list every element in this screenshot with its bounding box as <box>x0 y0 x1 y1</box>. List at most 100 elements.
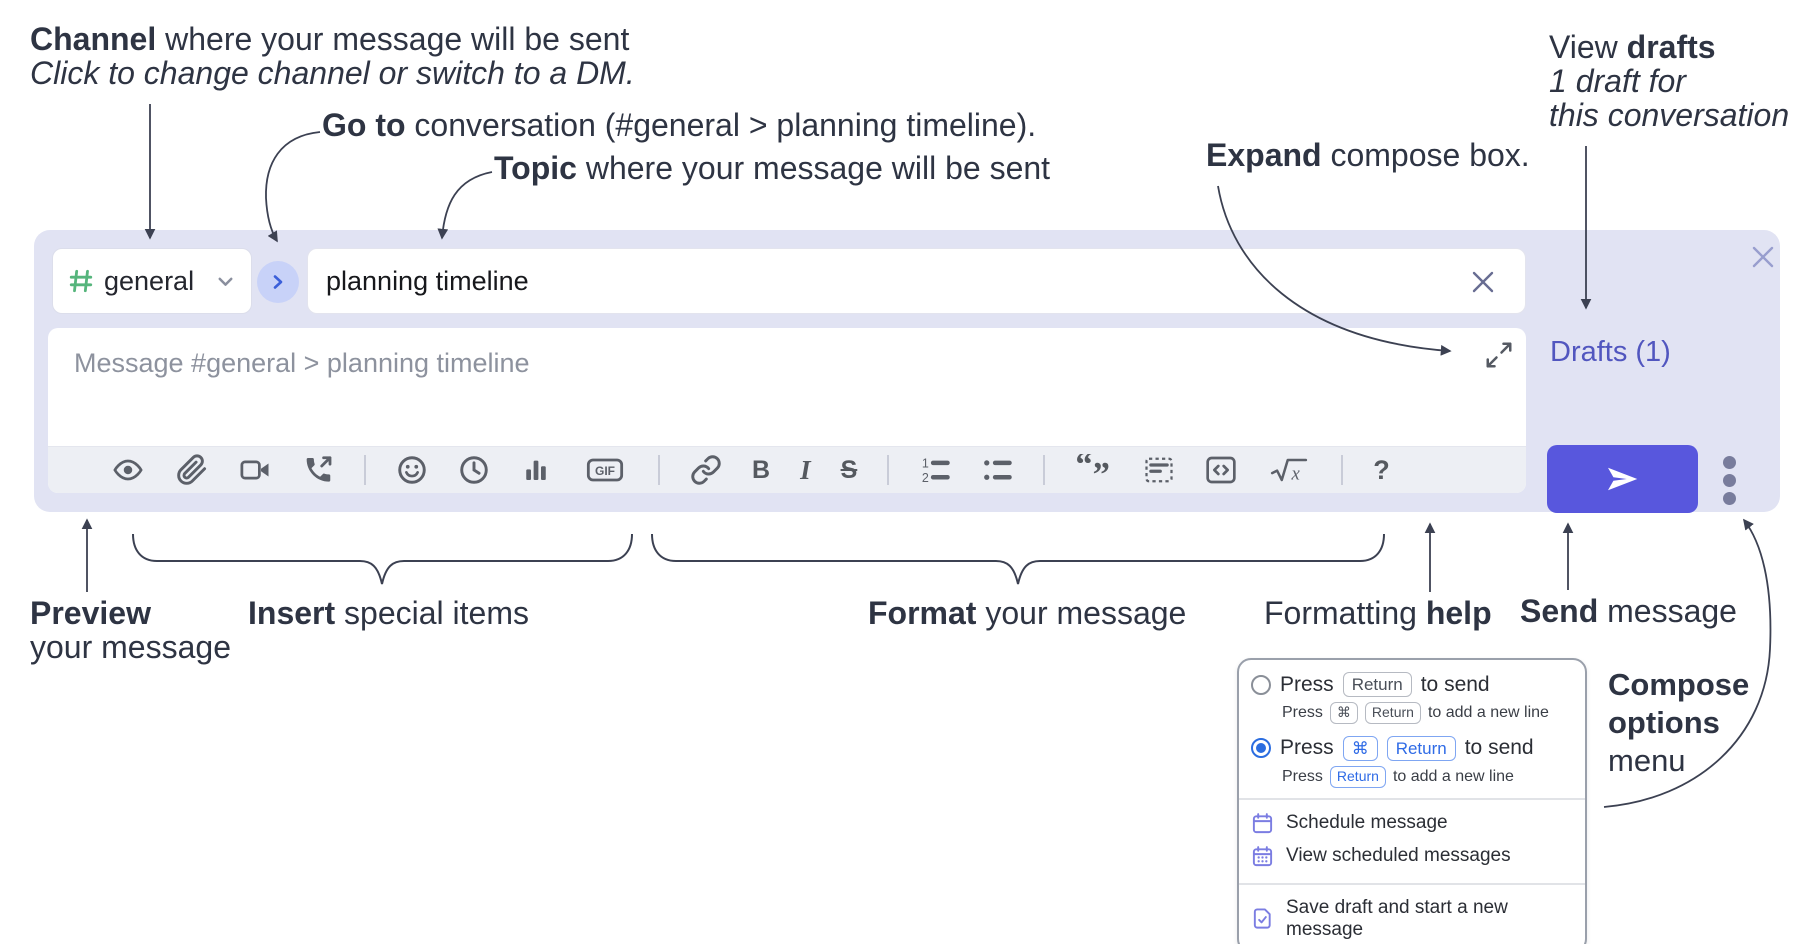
topic-field <box>307 248 1526 314</box>
brace-format-items <box>651 533 1385 585</box>
radio-unselected-icon[interactable] <box>1251 674 1271 695</box>
annotation-formatting-help: Formatting help <box>1264 595 1492 631</box>
numbered-list-icon: 1 2 <box>922 457 951 485</box>
svg-text:1: 1 <box>922 457 929 471</box>
quote-button[interactable]: “ ” <box>1075 452 1113 488</box>
bold-icon: B <box>752 455 771 484</box>
annotation-view-drafts-line2: 1 draft for <box>1549 63 1686 99</box>
send-icon <box>1607 467 1637 491</box>
audio-call-button[interactable] <box>302 452 334 488</box>
clock-icon <box>460 456 488 484</box>
italic-icon: I <box>800 454 811 485</box>
compose-toolbar: GIF B I <box>48 446 1526 493</box>
send-button[interactable] <box>1547 445 1698 513</box>
kbd-return: Return <box>1329 766 1386 788</box>
radio-selected-icon[interactable] <box>1251 738 1271 759</box>
strikethrough-button[interactable]: S <box>841 452 858 488</box>
video-call-button[interactable] <box>238 452 272 488</box>
topic-clear-button[interactable] <box>1467 266 1499 298</box>
annotation-goto: Go to conversation (#general > planning … <box>322 107 1037 143</box>
attach-file-button[interactable] <box>176 452 208 488</box>
toolbar-divider <box>658 455 660 485</box>
channel-selector[interactable]: general <box>52 248 252 314</box>
message-input[interactable] <box>48 328 1526 446</box>
gif-icon: GIF <box>586 458 624 482</box>
kbd-return: Return <box>1342 672 1412 698</box>
link-icon <box>691 455 721 485</box>
svg-text:2: 2 <box>922 471 929 485</box>
annotation-compose-options-line1: Compose <box>1608 667 1750 702</box>
question-mark-icon: ? <box>1373 454 1390 485</box>
option-cmd-return-subtext: Press Return to add a new line <box>1282 766 1573 788</box>
gif-button[interactable]: GIF <box>582 452 628 488</box>
math-button[interactable]: x <box>1267 452 1311 488</box>
code-icon <box>1206 456 1236 484</box>
kbd-return: Return <box>1364 702 1421 724</box>
dot-icon <box>1722 491 1736 505</box>
annotation-compose-options-line3: menu <box>1608 743 1686 778</box>
compose-options-menu-button[interactable] <box>1716 452 1742 508</box>
expand-compose-button[interactable] <box>1484 340 1514 370</box>
dot-icon <box>1722 455 1736 469</box>
numbered-list-button[interactable]: 1 2 <box>919 452 951 488</box>
channel-hash-icon <box>69 269 93 293</box>
toolbar-divider <box>364 455 366 485</box>
formatting-help-button[interactable]: ? <box>1373 452 1390 488</box>
menu-item-view-scheduled-messages[interactable]: View scheduled messages <box>1251 840 1573 873</box>
annotation-preview-line2: your message <box>30 629 231 665</box>
message-compose-area: GIF B I <box>48 328 1526 493</box>
add-time-button[interactable] <box>458 452 490 488</box>
kbd-return: Return <box>1386 735 1456 761</box>
eye-icon <box>113 459 143 481</box>
math-sqrt-icon: x <box>1271 458 1308 484</box>
menu-divider <box>1239 882 1585 885</box>
toolbar-divider <box>887 455 890 485</box>
kbd-cmd: ⌘ <box>1342 735 1378 761</box>
save-draft-icon <box>1253 908 1271 929</box>
link-button[interactable] <box>690 452 722 488</box>
menu-item-schedule-message[interactable]: Schedule message <box>1251 807 1573 840</box>
code-button[interactable] <box>1205 452 1237 488</box>
menu-divider <box>1239 797 1585 800</box>
annotation-format: Format your message <box>868 595 1187 631</box>
menu-item-save-draft[interactable]: Save draft and start a new message <box>1251 892 1573 943</box>
close-icon <box>1472 271 1494 293</box>
italic-button[interactable]: I <box>800 452 811 488</box>
annotation-compose-options-line2: options <box>1608 705 1720 740</box>
preview-button[interactable] <box>110 452 146 488</box>
calendar-icon <box>1252 812 1273 833</box>
close-compose-button[interactable] <box>1748 242 1778 272</box>
toolbar-divider <box>1043 455 1046 485</box>
calendar-days-icon <box>1252 845 1273 866</box>
annotation-channel-line2: Click to change channel or switch to a D… <box>30 55 635 91</box>
channel-name: general <box>104 265 195 296</box>
connector-goto-curve <box>265 131 321 243</box>
annotation-view-drafts-line3: this conversation <box>1549 97 1790 133</box>
annotation-channel: Channel where your message will be sent <box>30 21 630 57</box>
annotation-send: Send message <box>1520 593 1737 629</box>
poll-button[interactable] <box>520 452 552 488</box>
svg-text:“: “ <box>1076 454 1093 483</box>
video-camera-icon <box>240 460 269 480</box>
option-return-subtext: Press ⌘ Return to add a new line <box>1282 702 1573 724</box>
toolbar-divider <box>1341 455 1344 485</box>
bulleted-list-button[interactable] <box>981 452 1013 488</box>
strikethrough-icon: S <box>840 455 858 484</box>
annotation-expand: Expand compose box. <box>1206 137 1530 173</box>
spoiler-button[interactable] <box>1143 452 1175 488</box>
option-press-cmd-return-to-send[interactable]: Press ⌘ Return to send <box>1251 735 1573 761</box>
annotation-preview: Preview <box>30 595 151 631</box>
topic-input[interactable] <box>308 249 1525 313</box>
bold-button[interactable]: B <box>752 452 770 488</box>
drafts-link[interactable]: Drafts (1) <box>1550 336 1671 368</box>
go-to-conversation-button[interactable] <box>257 261 299 303</box>
chevron-down-icon <box>218 277 233 286</box>
bulleted-list-icon <box>984 460 1013 480</box>
phone-call-icon <box>306 456 332 482</box>
emoji-button[interactable] <box>396 452 428 488</box>
brace-insert-items <box>132 533 633 585</box>
kbd-cmd: ⌘ <box>1329 702 1358 724</box>
compose-options-popup: Press Return to send Press ⌘ Return to a… <box>1237 658 1587 944</box>
option-press-return-to-send[interactable]: Press Return to send <box>1251 672 1573 698</box>
